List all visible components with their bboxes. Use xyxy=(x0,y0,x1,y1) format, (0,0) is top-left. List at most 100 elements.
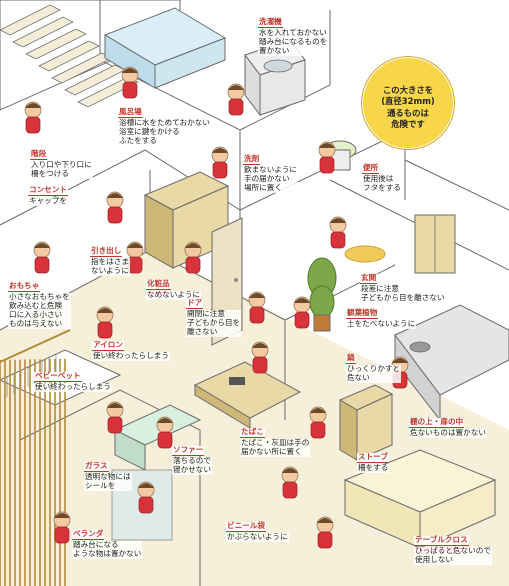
size-warning-text: この大きさを (直径32mm) 通るものは 危険です xyxy=(381,85,435,130)
stair-step xyxy=(38,40,100,72)
label-title: ドア xyxy=(186,298,204,309)
label-washing-machine: 洗濯機 水を入れておかない 踏み台になるものを 置かない xyxy=(258,17,329,56)
label-body: 指をはさま ないように xyxy=(90,256,130,276)
child-hair xyxy=(138,483,154,488)
child-hair xyxy=(185,243,201,248)
label-body: 使用後は フタをする xyxy=(362,173,402,193)
label-body: なめないように xyxy=(146,289,202,300)
label-pot: 鍋 ひっくりかすと 危ない xyxy=(346,353,402,383)
label-body: 段差に注意 子どもから目を離さない xyxy=(360,283,446,303)
child-hair xyxy=(392,358,408,363)
bathtub-front xyxy=(154,37,226,89)
label-title: ガラス xyxy=(84,461,109,472)
label-body: 柵をする xyxy=(357,462,390,473)
child-body xyxy=(107,416,123,434)
child-hair xyxy=(294,298,310,303)
label-body: たばこ・灰皿は手の 届かない所に置く xyxy=(240,437,311,457)
veranda-top-rail xyxy=(0,329,71,363)
child-body xyxy=(310,421,326,439)
label-baby-bed: ベビーベット 使い終わったらしまう xyxy=(34,371,112,392)
child-hair xyxy=(310,408,326,413)
wall-line-b xyxy=(239,10,331,131)
child-body xyxy=(107,206,123,224)
child-body xyxy=(330,231,346,249)
label-title: ベランダ xyxy=(72,529,105,540)
label-title: ソファー xyxy=(172,445,205,456)
child-hair xyxy=(282,468,298,473)
label-detergent: 洗剤 飲まないように 手の届かない 場所に置く xyxy=(243,154,299,193)
label-toys: おもちゃ 小さなおもちゃを 飲み込むと危険 口に入る小さい ものは与えない xyxy=(8,281,71,329)
label-body: 落ちるので 寝かせない xyxy=(172,455,212,475)
child-hair xyxy=(249,293,265,298)
child-body xyxy=(54,526,70,544)
label-body: 小さなおもちゃを 飲み込むと危険 口に入る小さい ものは与えない xyxy=(8,291,71,329)
label-tablecloth: テーブルクロス ひっぱると危ないので 使用しない xyxy=(414,535,492,565)
plant-pot xyxy=(313,314,331,332)
label-title: 洗剤 xyxy=(243,154,261,165)
label-title: テーブルクロス xyxy=(414,535,469,546)
child-body xyxy=(294,311,310,329)
child-body xyxy=(228,98,244,116)
label-title: 鍋 xyxy=(346,353,356,364)
child-hair xyxy=(54,513,70,518)
label-title: 観葉植物 xyxy=(346,308,379,319)
plant-leaves-low xyxy=(309,285,335,319)
label-stove: ストーブ 柵をする xyxy=(357,452,390,473)
door-knob xyxy=(234,278,238,282)
pot xyxy=(409,341,431,353)
stair-step xyxy=(25,28,87,60)
label-title: たばこ xyxy=(240,427,265,438)
child-body xyxy=(317,531,333,549)
child-hair xyxy=(212,148,228,153)
label-title: ベビーベット xyxy=(34,371,82,382)
label-body: ひっぱると危ないので 使用しない xyxy=(414,545,492,565)
label-title: 便所 xyxy=(362,163,380,174)
label-body: 踏み台になる ような物は置かない xyxy=(72,539,143,559)
child-body xyxy=(34,256,50,274)
label-drawer: 引き出し 指をはさま ないように xyxy=(90,246,130,276)
label-title: おもちゃ xyxy=(8,281,41,292)
label-stairs: 階段 入り口や下り口に 柵をつける xyxy=(30,149,93,179)
label-title: ストーブ xyxy=(357,452,389,463)
label-veranda: ベランダ 踏み台になる ような物は置かない xyxy=(72,529,143,559)
label-plastic-bag: ビニール袋 かぶらないように xyxy=(226,521,289,542)
label-door: ドア 開閉に注意 子どもから目を 離さない xyxy=(186,298,242,337)
label-body: 入り口や下り口に 柵をつける xyxy=(30,159,93,179)
label-shelf: 棚の上・扉の中 危ないものは置かない xyxy=(409,417,487,438)
child-body xyxy=(282,481,298,499)
label-title: 階段 xyxy=(30,149,48,160)
stair-step xyxy=(12,16,74,48)
label-houseplant: 観葉植物 土をたべないように xyxy=(346,308,417,329)
label-body: 開閉に注意 子どもから目を 離さない xyxy=(186,308,242,337)
child-hair xyxy=(25,103,41,108)
child-body xyxy=(319,156,335,174)
label-body: ひっくりかすと 危ない xyxy=(346,363,402,383)
child-hair xyxy=(319,143,335,148)
label-title: 棚の上・扉の中 xyxy=(409,417,465,428)
label-toilet: 便所 使用後は フタをする xyxy=(362,163,402,193)
ashtray xyxy=(229,377,245,385)
label-body: 水を入れておかない 踏み台になるものを 置かない xyxy=(258,27,329,56)
rug xyxy=(344,245,386,263)
child-hair xyxy=(107,193,123,198)
label-title: 引き出し xyxy=(90,246,123,257)
label-body: 危ないものは置かない xyxy=(409,427,487,438)
label-body: 使い終わったらしまう xyxy=(34,381,112,392)
label-body: 使い終わったらしまう xyxy=(92,350,170,361)
child-body xyxy=(212,161,228,179)
stair-step xyxy=(0,4,61,36)
wall-line-a xyxy=(99,0,241,210)
size-warning-circle: この大きさを (直径32mm) 通るものは 危険です xyxy=(361,56,455,150)
child-body xyxy=(97,321,113,339)
child-body xyxy=(25,116,41,134)
label-body: かぶらないように xyxy=(226,531,289,542)
label-title: 洗濯機 xyxy=(258,17,283,28)
label-bathroom: 風呂場 浴槽に水をためておかない 浴室に鍵をかける ふたをする xyxy=(118,107,211,146)
child-body xyxy=(122,81,138,99)
child-body xyxy=(127,256,143,274)
label-body: 透明な物には シールを xyxy=(84,471,132,491)
washer-lid xyxy=(263,59,293,73)
child-hair xyxy=(330,218,346,223)
